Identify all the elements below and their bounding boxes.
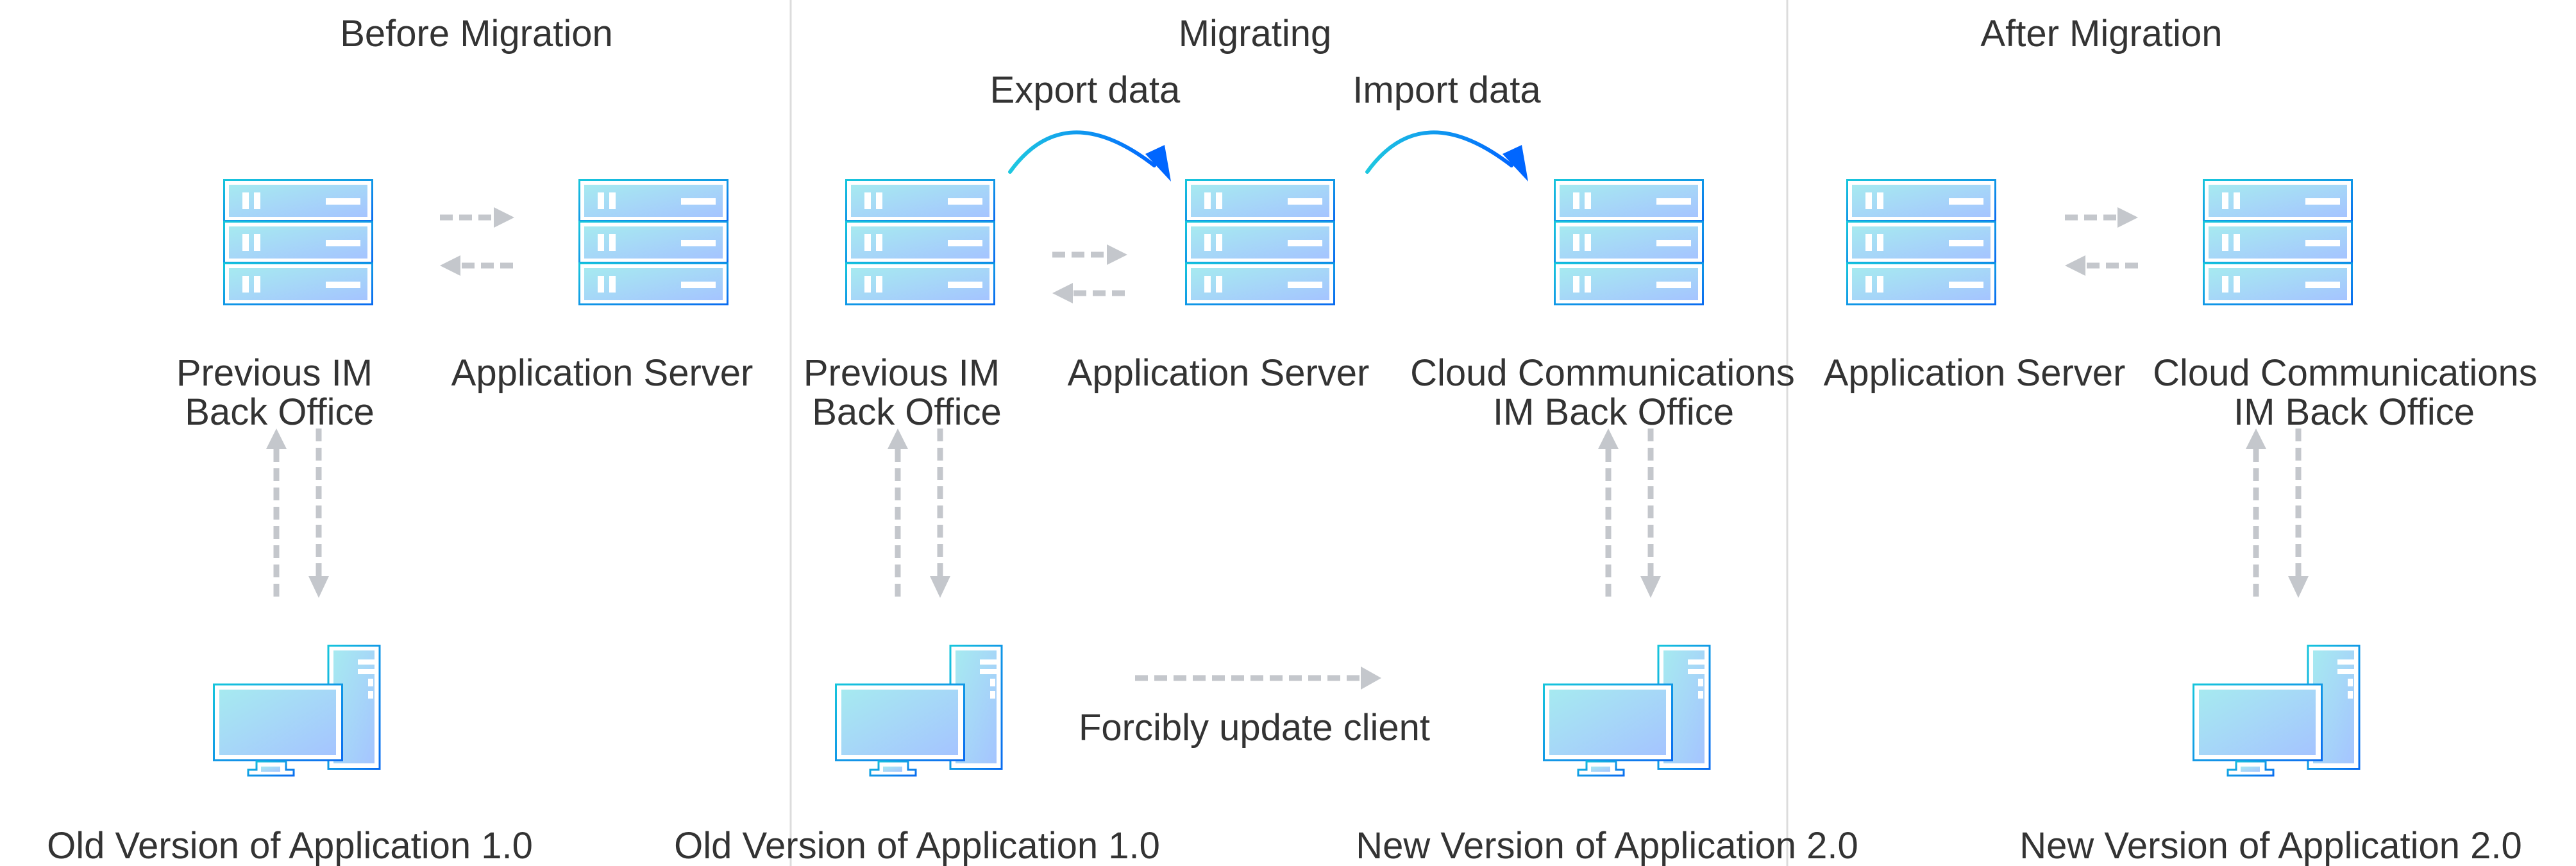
server-rack-icon: [223, 179, 373, 305]
node-label-previous-im: Previous IM Back Office: [176, 352, 383, 433]
client-label-old-version: Old Version of Application 1.0: [47, 825, 533, 866]
curved-arrow-export-icon: [1008, 130, 1171, 182]
dashed-arrow-down-icon: [930, 429, 950, 598]
dashed-arrow-left-icon: [440, 255, 514, 276]
curved-arrow-import-icon: [1365, 130, 1528, 182]
server-rack-icon: [578, 179, 728, 305]
client-label-new-version: New Version of Application 2.0: [2019, 825, 2521, 866]
server-rack-icon: [845, 179, 995, 305]
section-before-migration: Before Migration Previous IM Back Office…: [47, 13, 753, 866]
node-label-cloud-im: Cloud Communications IM Back Office: [1410, 352, 1805, 433]
dashed-arrow-left-icon: [2065, 255, 2139, 276]
dashed-arrow-left-icon: [1052, 283, 1127, 303]
server-rack-icon: [1554, 179, 1704, 305]
node-label-previous-im: Previous IM Back Office: [804, 352, 1010, 433]
node-label-application-server: Application Server: [451, 352, 753, 394]
node-label-cloud-im: Cloud Communications IM Back Office: [2153, 352, 2548, 433]
dashed-arrow-right-icon: [1052, 244, 1127, 265]
export-data-label: Export data: [990, 69, 1181, 111]
desktop-computer-icon: [2193, 645, 2361, 777]
dashed-arrow-up-icon: [2246, 429, 2266, 598]
section-migrating: Migrating Export data Import data Previo…: [674, 13, 1858, 866]
dashed-arrow-down-icon: [2288, 429, 2309, 598]
section-title: Before Migration: [340, 13, 613, 55]
server-rack-icon: [1846, 179, 1996, 305]
dashed-arrow-right-icon: [440, 207, 514, 228]
desktop-computer-icon: [213, 645, 381, 777]
node-label-application-server: Application Server: [1824, 352, 2126, 394]
import-data-label: Import data: [1352, 69, 1541, 111]
node-label-application-server: Application Server: [1068, 352, 1370, 394]
server-rack-icon: [2203, 179, 2353, 305]
server-rack-icon: [1185, 179, 1335, 305]
desktop-computer-icon: [1543, 645, 1711, 777]
desktop-computer-icon: [835, 645, 1003, 777]
dashed-arrow-down-icon: [1640, 429, 1661, 598]
section-title: Migrating: [1179, 13, 1332, 55]
dashed-arrow-up-icon: [1598, 429, 1619, 598]
section-after-migration: After Migration Application Server Cloud…: [1824, 13, 2548, 866]
dashed-arrow-up-icon: [888, 429, 908, 598]
section-title: After Migration: [1980, 13, 2222, 55]
forcibly-update-label: Forcibly update client: [1079, 707, 1430, 749]
dashed-arrow-down-icon: [308, 429, 329, 598]
dashed-arrow-right-icon: [2065, 207, 2138, 228]
dashed-arrow-update-icon: [1135, 666, 1381, 690]
client-label-old-version: Old Version of Application 1.0: [674, 825, 1160, 866]
client-label-new-version: New Version of Application 2.0: [1356, 825, 1858, 866]
dashed-arrow-up-icon: [266, 429, 287, 598]
